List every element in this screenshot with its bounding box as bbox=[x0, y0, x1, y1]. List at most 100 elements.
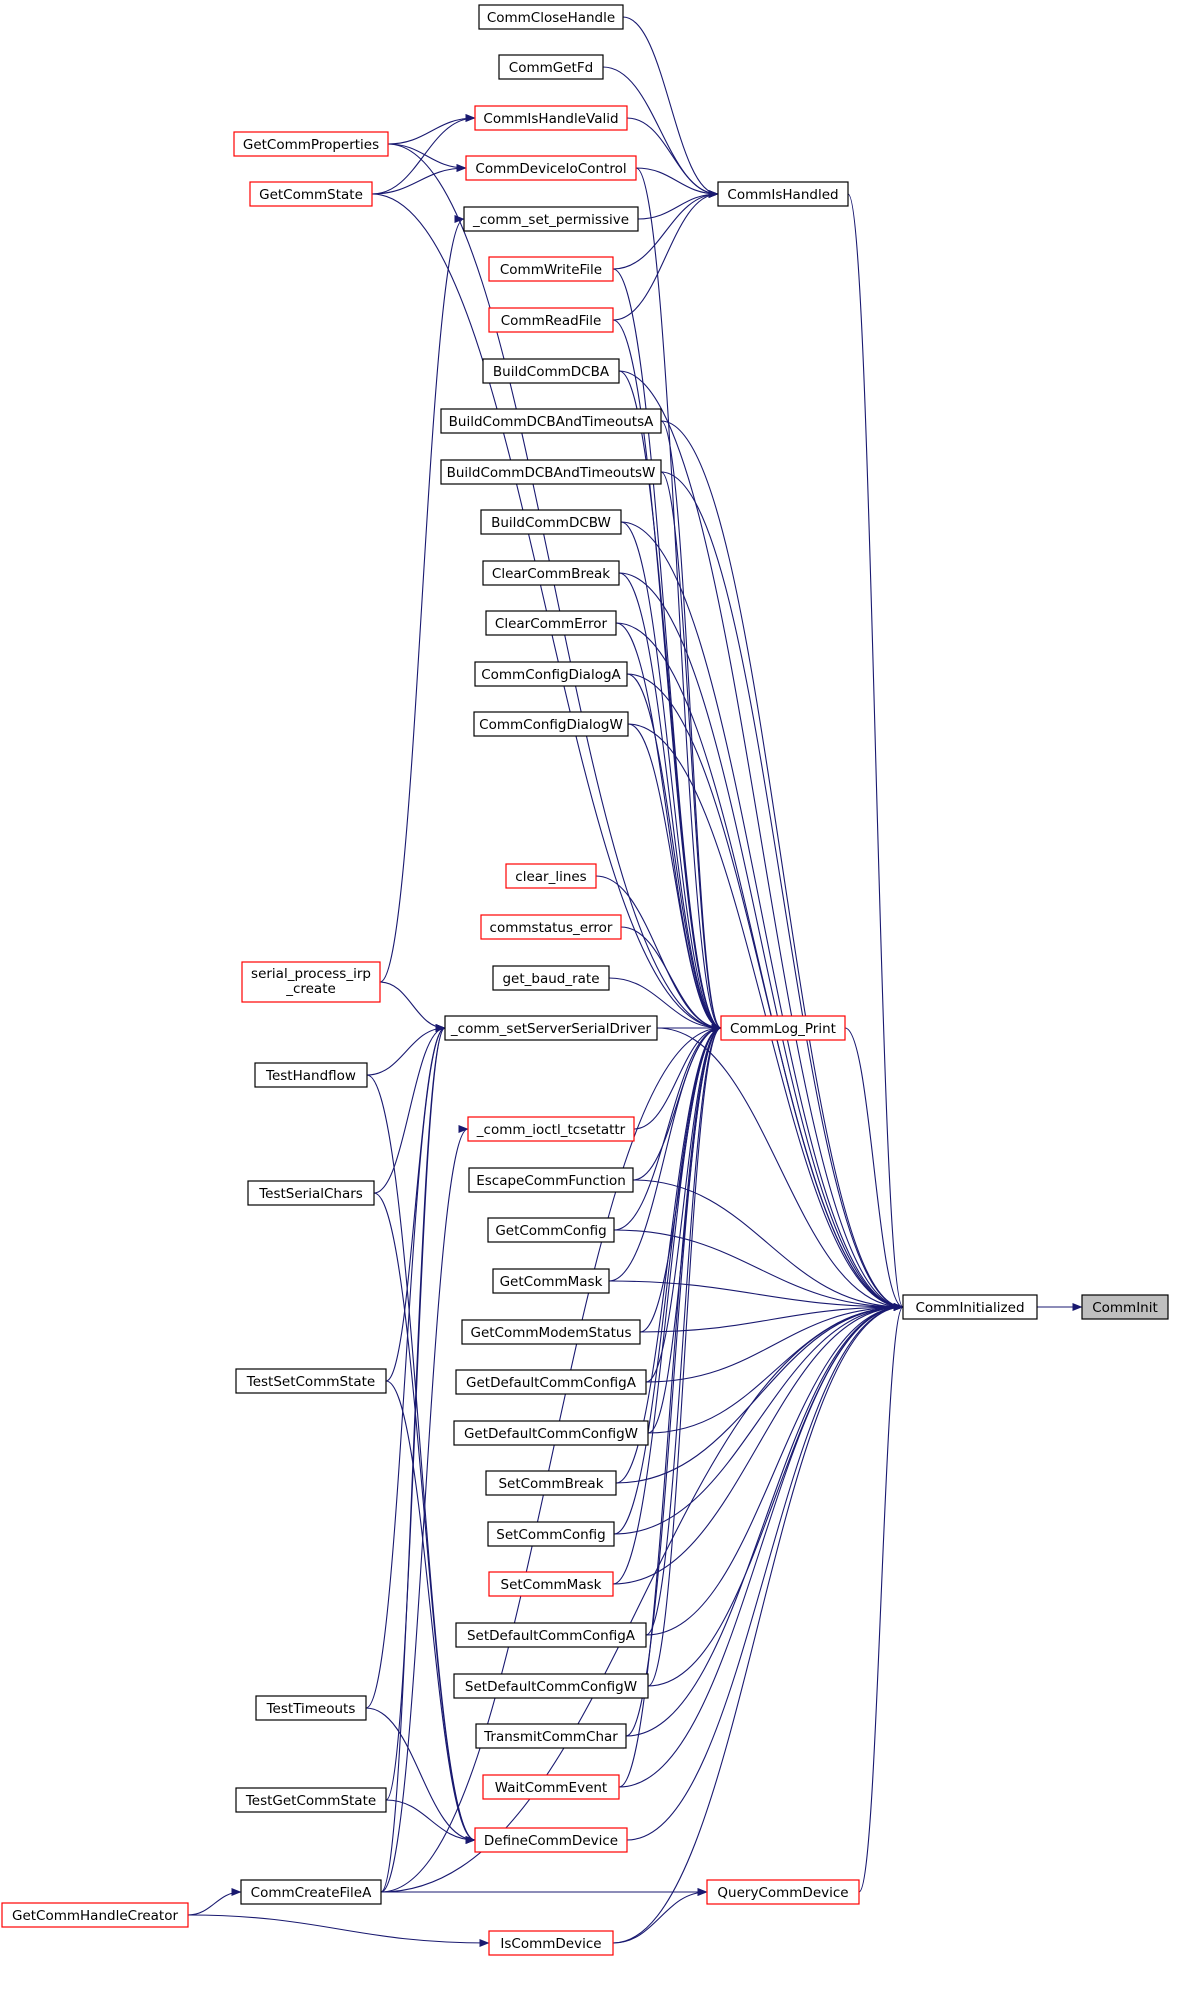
edge-build-comm-dcband-timeouts-a-to-comm-initialized bbox=[660, 420, 904, 1311]
node-label: TestGetCommState bbox=[245, 1793, 376, 1809]
edge-set-default-comm-config-w-to-comm-initialized bbox=[647, 1303, 904, 1687]
node-set-default-comm-config-a[interactable]: SetDefaultCommConfigA bbox=[455, 1622, 647, 1648]
edge-get-comm-modem-status-to-comm-initialized bbox=[639, 1303, 904, 1333]
node-comm-is-handle-valid[interactable]: CommIsHandleValid bbox=[474, 105, 628, 131]
node-get-comm-config[interactable]: GetCommConfig bbox=[487, 1217, 615, 1243]
node-box bbox=[706, 1879, 860, 1905]
node-label: CommCloseHandle bbox=[487, 10, 615, 26]
node-label: GetCommModemStatus bbox=[471, 1325, 632, 1341]
edge-comm-ioctl-tcsetattr-to-comm-log-print bbox=[633, 1024, 722, 1130]
node-box bbox=[488, 1930, 614, 1956]
node-label: _comm_set_permissive bbox=[472, 212, 629, 228]
node-label: CommGetFd bbox=[509, 60, 593, 76]
edge-test-handflow-to-comm-set-server-serial-driver bbox=[366, 1024, 446, 1076]
node-serial-process-irp-create[interactable]: serial_process_irp_create bbox=[241, 961, 381, 1003]
node-test-handflow[interactable]: TestHandflow bbox=[254, 1062, 368, 1088]
node-label: GetDefaultCommConfigA bbox=[466, 1375, 637, 1391]
node-comm-is-handled[interactable]: CommIsHandled bbox=[717, 181, 849, 207]
node-set-comm-mask[interactable]: SetCommMask bbox=[488, 1571, 614, 1597]
node-label: SetDefaultCommConfigA bbox=[467, 1628, 636, 1644]
node-label: CommDeviceIoControl bbox=[475, 161, 626, 177]
node-box bbox=[453, 1420, 649, 1446]
node-label: CommReadFile bbox=[501, 313, 602, 329]
edge-test-handflow-to-define-comm-device bbox=[366, 1074, 476, 1844]
node-box bbox=[254, 1062, 368, 1088]
node-comm-write-file[interactable]: CommWriteFile bbox=[488, 256, 614, 282]
node-label: _comm_setServerSerialDriver bbox=[450, 1021, 652, 1037]
node-label: CommConfigDialogA bbox=[481, 667, 621, 683]
node-box bbox=[461, 1319, 641, 1345]
node-test-set-comm-state[interactable]: TestSetCommState bbox=[235, 1368, 387, 1394]
node-label: DefineCommDevice bbox=[484, 1833, 618, 1849]
node-build-comm-dcba[interactable]: BuildCommDCBA bbox=[482, 358, 620, 384]
node-comm-create-file-a[interactable]: CommCreateFileA bbox=[240, 1879, 382, 1905]
node-build-comm-dcbw[interactable]: BuildCommDCBW bbox=[480, 509, 622, 535]
node-get-comm-handle-creator[interactable]: GetCommHandleCreator bbox=[1, 1902, 189, 1928]
node-query-comm-device[interactable]: QueryCommDevice bbox=[706, 1879, 860, 1905]
edge-comm-device-io-control-to-comm-log-print bbox=[635, 167, 722, 1032]
node-get-baud-rate[interactable]: get_baud_rate bbox=[492, 965, 610, 991]
node-get-comm-state[interactable]: GetCommState bbox=[249, 181, 373, 207]
node-get-comm-mask[interactable]: GetCommMask bbox=[492, 1268, 610, 1294]
node-comm-close-handle[interactable]: CommCloseHandle bbox=[478, 4, 624, 30]
node-comm-log-print[interactable]: CommLog_Print bbox=[720, 1015, 846, 1041]
node-label: TestSerialChars bbox=[258, 1186, 363, 1202]
node-clear-comm-break[interactable]: ClearCommBreak bbox=[482, 560, 620, 586]
node-clear-lines[interactable]: clear_lines bbox=[505, 863, 597, 889]
node-box bbox=[482, 560, 620, 586]
node-set-default-comm-config-w[interactable]: SetDefaultCommConfigW bbox=[453, 1673, 649, 1699]
node-label: CommInit bbox=[1092, 1300, 1158, 1316]
node-test-timeouts[interactable]: TestTimeouts bbox=[255, 1695, 367, 1721]
node-box bbox=[475, 1723, 627, 1749]
node-build-comm-dcband-timeouts-a[interactable]: BuildCommDCBAndTimeoutsA bbox=[440, 408, 662, 434]
edge-comm-set-server-serial-driver-to-comm-initialized bbox=[656, 1027, 904, 1311]
node-test-serial-chars[interactable]: TestSerialChars bbox=[247, 1180, 375, 1206]
node-set-comm-break[interactable]: SetCommBreak bbox=[485, 1470, 617, 1496]
edge-build-comm-dcband-timeouts-w-to-comm-initialized bbox=[660, 471, 904, 1311]
edge-get-comm-mask-to-comm-initialized bbox=[608, 1280, 904, 1311]
node-define-comm-device[interactable]: DefineCommDevice bbox=[474, 1827, 628, 1853]
node-box bbox=[453, 1673, 649, 1699]
edge-comm-write-file-to-comm-is-handled bbox=[612, 190, 719, 270]
node-commstatus-error[interactable]: commstatus_error bbox=[480, 914, 622, 940]
node-get-default-comm-config-w[interactable]: GetDefaultCommConfigW bbox=[453, 1420, 649, 1446]
node-box bbox=[465, 155, 637, 181]
node-build-comm-dcband-timeouts-w[interactable]: BuildCommDCBAndTimeoutsW bbox=[440, 459, 662, 485]
node-box bbox=[440, 408, 662, 434]
node-transmit-comm-char[interactable]: TransmitCommChar bbox=[475, 1723, 627, 1749]
node-comm-config-dialog-a[interactable]: CommConfigDialogA bbox=[474, 661, 628, 687]
node-get-comm-modem-status[interactable]: GetCommModemStatus bbox=[461, 1319, 641, 1345]
node-comm-device-io-control[interactable]: CommDeviceIoControl bbox=[465, 155, 637, 181]
node-label: SetCommBreak bbox=[498, 1476, 603, 1492]
node-comm-get-fd[interactable]: CommGetFd bbox=[498, 54, 604, 80]
node-box bbox=[247, 1180, 375, 1206]
node-set-comm-config[interactable]: SetCommConfig bbox=[487, 1521, 615, 1547]
node-label: WaitCommEvent bbox=[495, 1780, 607, 1796]
node-box bbox=[463, 206, 639, 232]
node-get-comm-properties[interactable]: GetCommProperties bbox=[233, 131, 389, 157]
edge-comm-close-handle-to-comm-is-handled bbox=[622, 16, 719, 198]
node-wait-comm-event[interactable]: WaitCommEvent bbox=[482, 1774, 620, 1800]
edge-set-comm-mask-to-comm-log-print bbox=[612, 1024, 722, 1585]
edge-define-comm-device-to-comm-initialized bbox=[626, 1303, 904, 1841]
node-comm-ioctl-tcsetattr[interactable]: _comm_ioctl_tcsetattr bbox=[467, 1116, 635, 1142]
edge-serial-process-irp-create-to-comm-set-permissive bbox=[379, 215, 465, 983]
node-label: clear_lines bbox=[515, 869, 586, 885]
node-label: CommConfigDialogW bbox=[479, 717, 623, 733]
node-escape-comm-function[interactable]: EscapeCommFunction bbox=[468, 1167, 634, 1193]
node-comm-config-dialog-w[interactable]: CommConfigDialogW bbox=[473, 711, 629, 737]
node-comm-set-permissive[interactable]: _comm_set_permissive bbox=[463, 206, 639, 232]
node-label: serial_process_irp_create bbox=[251, 966, 371, 997]
edge-get-baud-rate-to-comm-log-print bbox=[608, 977, 722, 1032]
node-comm-initialized[interactable]: CommInitialized bbox=[902, 1294, 1038, 1320]
edge-clear-comm-break-to-comm-log-print bbox=[618, 572, 722, 1032]
node-clear-comm-error[interactable]: ClearCommError bbox=[485, 610, 617, 636]
node-test-get-comm-state[interactable]: TestGetCommState bbox=[235, 1787, 387, 1813]
node-comm-read-file[interactable]: CommReadFile bbox=[488, 307, 614, 333]
node-get-default-comm-config-a[interactable]: GetDefaultCommConfigA bbox=[455, 1369, 647, 1395]
edge-comm-create-file-a-to-comm-log-print bbox=[380, 1024, 722, 1893]
node-comm-init[interactable]: CommInit bbox=[1081, 1294, 1169, 1320]
node-is-comm-device[interactable]: IsCommDevice bbox=[488, 1930, 614, 1956]
node-comm-set-server-serial-driver[interactable]: _comm_setServerSerialDriver bbox=[444, 1015, 658, 1041]
